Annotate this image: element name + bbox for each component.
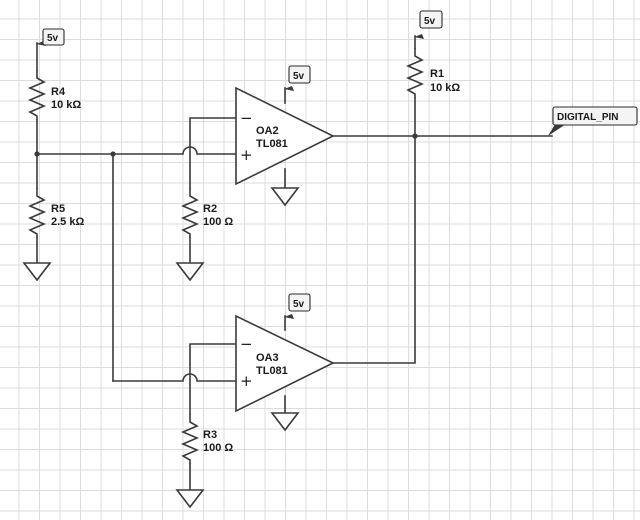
oa2-plus-sign: + <box>240 146 253 164</box>
resistor-r5[interactable] <box>27 188 47 238</box>
ground-icon <box>270 412 300 432</box>
resistor-r2[interactable] <box>180 188 200 238</box>
supply-tag-label: 5v <box>47 33 59 44</box>
oa3-id-label: OA3 <box>256 352 279 364</box>
resistor-r4[interactable] <box>27 70 47 120</box>
junction-dot <box>412 133 418 139</box>
ground-icon <box>175 489 205 509</box>
junction-dot <box>110 151 116 157</box>
ground-icon <box>270 187 300 207</box>
r4-id-label: R4 <box>51 86 66 98</box>
opamp-oa3[interactable]: − + OA3 TL081 <box>235 314 335 413</box>
oa2-minus-sign: − <box>240 109 253 127</box>
r1-value-label: 10 kΩ <box>430 82 460 94</box>
opamp-oa2-body <box>235 86 335 186</box>
wire-oa3-plus <box>112 373 237 382</box>
junction-dot <box>34 151 40 157</box>
r2-id-label: R2 <box>203 203 217 215</box>
supply-tag-box <box>42 28 65 46</box>
r3-value-label: 100 Ω <box>203 442 233 454</box>
supply-tag-box <box>419 10 443 29</box>
resistor-r3[interactable] <box>180 414 200 464</box>
net-label-text: DIGITAL_PIN <box>557 112 618 123</box>
supply-tag-oa3: 5v <box>284 293 311 319</box>
oa2-part-label: TL081 <box>256 138 288 150</box>
supply-tag-box <box>288 65 311 84</box>
r2-value-label: 100 Ω <box>203 216 233 228</box>
oa2-id-label: OA2 <box>256 125 279 137</box>
r3-id-label: R3 <box>203 429 217 441</box>
oa3-part-label: TL081 <box>256 365 288 377</box>
wire-divider-oa2-plus <box>36 146 237 155</box>
wire-oa3-minus <box>189 343 237 415</box>
r5-value-label: 2.5 kΩ <box>51 216 84 228</box>
resistor-r1[interactable] <box>405 48 425 98</box>
supply-tag-r4: 5v <box>36 28 65 46</box>
supply-tag-oa2: 5v <box>284 65 311 91</box>
wire-oa3-output <box>332 135 416 364</box>
supply-tag-r1: 5v <box>414 10 443 39</box>
opamp-oa2[interactable]: − + OA2 TL081 <box>235 86 335 186</box>
ground-icon <box>22 262 52 282</box>
supply-flag-icon <box>414 34 424 39</box>
r4-value-label: 10 kΩ <box>51 99 81 111</box>
net-label-box <box>552 106 638 126</box>
supply-flag-icon <box>284 86 294 91</box>
r5-id-label: R5 <box>51 203 65 215</box>
supply-tag-label: 5v <box>293 71 305 82</box>
oa3-plus-sign: + <box>240 372 253 390</box>
supply-tag-label: 5v <box>424 16 436 27</box>
supply-tag-label: 5v <box>293 299 305 310</box>
opamp-oa3-body <box>235 314 335 413</box>
r1-id-label: R1 <box>430 68 444 80</box>
supply-flag-icon <box>284 314 294 319</box>
supply-tag-box <box>288 293 311 312</box>
ground-icon <box>175 262 205 282</box>
net-label-digital-pin[interactable]: DIGITAL_PIN <box>548 106 638 136</box>
wires <box>36 35 553 491</box>
wire-oa2-minus <box>189 117 237 189</box>
oa3-minus-sign: − <box>240 335 253 353</box>
